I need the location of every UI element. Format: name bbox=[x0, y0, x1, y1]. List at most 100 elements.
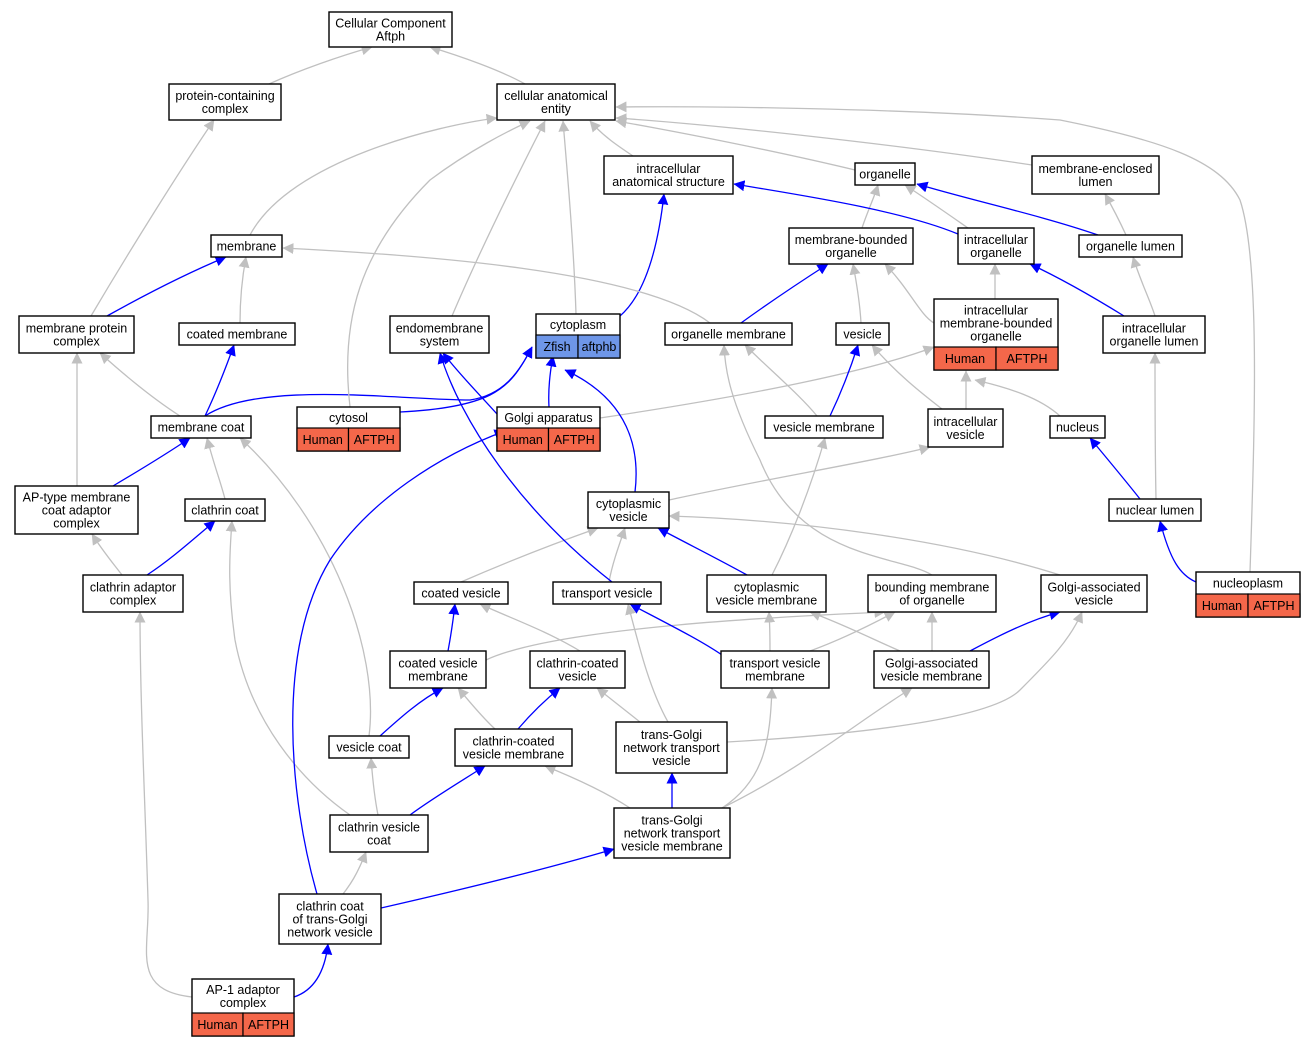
node-mem[interactable]: membrane bbox=[210, 234, 283, 258]
edge-line bbox=[342, 851, 368, 895]
node-nl[interactable]: nuclear lumen bbox=[1108, 498, 1202, 522]
edge-line bbox=[366, 757, 379, 816]
node-label-line: intracellular bbox=[964, 233, 1028, 247]
edge-line bbox=[809, 610, 901, 652]
edge-line bbox=[969, 609, 1061, 652]
edge-cvc-ccvm bbox=[409, 765, 486, 816]
edge-line bbox=[916, 181, 1099, 236]
node-label-line: intracellular bbox=[964, 304, 1028, 318]
node-box bbox=[389, 650, 487, 689]
node-label-line: complex bbox=[202, 102, 249, 116]
edge-tv-cv bbox=[608, 527, 627, 583]
edge-cyt-ias bbox=[619, 193, 669, 317]
edge-line bbox=[225, 520, 351, 816]
node-box bbox=[587, 491, 670, 529]
node-clc[interactable]: clathrin coat bbox=[184, 498, 266, 522]
edge-tgntv-gav bbox=[726, 611, 1083, 743]
edge-tvm-tv bbox=[629, 603, 723, 656]
annotation-cell-text: Human bbox=[503, 433, 543, 447]
annotation-cell-bg bbox=[577, 334, 621, 359]
edge-apt-mc bbox=[112, 437, 191, 487]
node-box bbox=[957, 227, 1035, 265]
node-label-line: of organelle bbox=[899, 594, 964, 608]
node-om[interactable]: organelle membrane bbox=[664, 322, 793, 346]
edge-tvm-bmo bbox=[809, 611, 896, 652]
node-cm[interactable]: coated membrane bbox=[178, 322, 296, 346]
edge-tgntv-tv bbox=[625, 603, 669, 723]
node-nuc[interactable]: nucleus bbox=[1049, 415, 1106, 439]
node-imbo[interactable]: intracellularmembrane-boundedorganelleHu… bbox=[933, 298, 1059, 371]
node-box bbox=[873, 650, 990, 689]
node-box bbox=[278, 893, 382, 945]
node-ves[interactable]: vesicle bbox=[835, 322, 890, 346]
node-vc[interactable]: vesicle coat bbox=[328, 735, 410, 759]
annotation-cell-text: Zfish bbox=[543, 340, 570, 354]
edge-line bbox=[479, 603, 581, 652]
node-box bbox=[529, 650, 626, 689]
edge-mel-cae bbox=[615, 113, 1033, 166]
node-vm[interactable]: vesicle membrane bbox=[764, 415, 884, 439]
edge-vc-mc bbox=[239, 437, 372, 737]
node-label-line: entity bbox=[541, 102, 572, 116]
annotation-cell-text: Human bbox=[197, 1018, 237, 1032]
edge-line bbox=[884, 263, 935, 324]
annotation-cell-text: AFTPH bbox=[1254, 599, 1295, 613]
node-label-line: complex bbox=[220, 996, 267, 1010]
edge-line bbox=[589, 120, 634, 157]
node-mc[interactable]: membrane coat bbox=[150, 415, 252, 439]
node-box bbox=[168, 83, 282, 121]
node-box bbox=[82, 574, 184, 613]
edge-line bbox=[619, 193, 669, 317]
node-cov[interactable]: coated vesicle bbox=[413, 581, 509, 605]
node-box bbox=[1108, 498, 1202, 522]
edge-line bbox=[204, 346, 533, 417]
node-box bbox=[178, 322, 296, 346]
node-label-line: membrane-bounded bbox=[795, 233, 908, 247]
edge-ias-cae bbox=[589, 120, 634, 157]
node-ol[interactable]: organelle lumen bbox=[1078, 234, 1183, 258]
edge-line bbox=[90, 119, 215, 317]
edge-tgntv-ccv bbox=[596, 687, 641, 723]
node-tv[interactable]: transport vesicle bbox=[552, 581, 662, 605]
node-label-line: organelle bbox=[825, 246, 876, 260]
edge-line bbox=[615, 101, 1256, 573]
annotation-cell-aftph: AFTPH bbox=[1247, 593, 1301, 618]
node-label-line: transport vesicle bbox=[729, 657, 820, 671]
edge-ap1-cctgn bbox=[293, 943, 333, 998]
annotation-cell-aftph: AFTPH bbox=[242, 1012, 295, 1037]
node-label-line: coated vesicle bbox=[398, 657, 477, 671]
node-org[interactable]: organelle bbox=[854, 162, 916, 186]
edge-line bbox=[429, 44, 526, 85]
